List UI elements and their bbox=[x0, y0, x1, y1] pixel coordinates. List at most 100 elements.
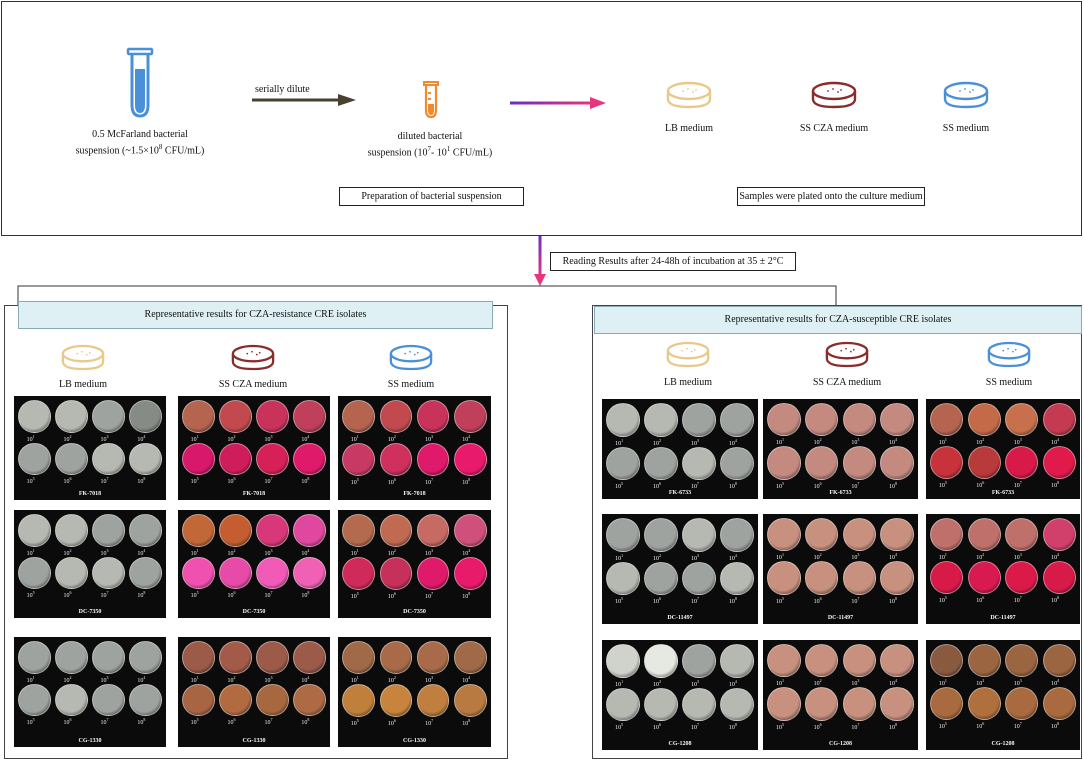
culture-dish bbox=[805, 403, 839, 437]
dilution-label: 103 bbox=[1013, 437, 1022, 446]
dilution-label: 107 bbox=[1013, 480, 1022, 489]
dilution-label: 105 bbox=[350, 717, 359, 727]
culture-dish bbox=[880, 518, 914, 552]
medium-label: SS CZA medium bbox=[218, 379, 288, 390]
dilution-label: 101 bbox=[350, 433, 359, 443]
dilution-label: 104 bbox=[137, 433, 146, 443]
isolate-label: CG-1330 bbox=[78, 738, 102, 744]
dilution-label: 103 bbox=[1013, 552, 1022, 561]
dilution-label: 107 bbox=[425, 590, 434, 600]
dilution-label: 108 bbox=[301, 590, 310, 599]
culture-dish bbox=[416, 641, 450, 674]
culture-dish bbox=[805, 561, 839, 595]
culture-dish bbox=[880, 561, 914, 595]
culture-dish bbox=[55, 641, 88, 674]
culture-dish bbox=[92, 556, 125, 589]
dilution-label: 108 bbox=[301, 476, 310, 485]
plate-icon bbox=[230, 343, 276, 377]
culture-dish bbox=[379, 683, 413, 717]
culture-dish bbox=[55, 400, 88, 433]
dilution-label: 106 bbox=[976, 480, 985, 489]
culture-dish bbox=[644, 644, 678, 678]
culture-dish bbox=[682, 403, 716, 437]
culture-dish bbox=[18, 683, 51, 716]
culture-dish bbox=[930, 403, 964, 436]
culture-dish bbox=[720, 403, 754, 437]
culture-dish bbox=[967, 644, 1001, 677]
plate-icon bbox=[810, 80, 858, 115]
dilution-label: 106 bbox=[387, 476, 396, 486]
dilution-label: 103 bbox=[100, 674, 109, 684]
culture-dish bbox=[182, 556, 215, 589]
isolate-label: DC-7350 bbox=[242, 609, 266, 615]
dilution-label: 101 bbox=[26, 547, 35, 557]
culture-dish bbox=[379, 514, 413, 547]
culture-dish bbox=[1005, 446, 1039, 479]
dilution-label: 107 bbox=[851, 595, 860, 605]
dilution-label: 105 bbox=[776, 595, 785, 605]
dilution-label: 108 bbox=[462, 590, 471, 600]
culture-dish bbox=[293, 683, 326, 716]
culture-dish bbox=[805, 687, 839, 721]
dilution-label: 108 bbox=[301, 717, 310, 726]
culture-dish bbox=[880, 644, 914, 678]
culture-dish bbox=[644, 518, 678, 552]
culture-dish bbox=[129, 400, 162, 433]
dilution-label: 105 bbox=[350, 590, 359, 600]
culture-dish bbox=[930, 644, 964, 677]
culture-dish bbox=[342, 556, 376, 590]
culture-dish bbox=[767, 644, 801, 678]
tube-label: 0.5 McFarland bacterial suspension (~1.5… bbox=[75, 129, 205, 157]
dilution-label: 106 bbox=[227, 476, 236, 485]
dilution-label: 107 bbox=[100, 590, 109, 599]
culture-dish bbox=[767, 687, 801, 721]
dilution-label: 102 bbox=[387, 433, 396, 443]
culture-dish bbox=[219, 641, 252, 674]
dilution-label: 101 bbox=[938, 678, 947, 687]
dilution-label: 105 bbox=[938, 721, 947, 730]
dilution-label: 105 bbox=[350, 476, 359, 486]
dilution-label: 101 bbox=[615, 678, 624, 688]
culture-dish bbox=[293, 442, 326, 475]
culture-dish bbox=[293, 556, 326, 589]
dilution-label: 101 bbox=[350, 674, 359, 684]
culture-dish bbox=[967, 403, 1001, 436]
reading-results-box: Reading Results after 24-48h of incubati… bbox=[550, 252, 796, 271]
dilution-label: 104 bbox=[301, 433, 310, 443]
isolate-label: DC-11497 bbox=[667, 615, 693, 621]
culture-dish bbox=[682, 644, 716, 678]
culture-dish bbox=[842, 403, 876, 437]
isolate-label: CG-1208 bbox=[991, 741, 1015, 747]
isolate-label: FK-7018 bbox=[242, 491, 266, 497]
results-panel bbox=[592, 305, 1082, 759]
culture-dish bbox=[930, 561, 964, 594]
dilution-label: 104 bbox=[728, 552, 737, 562]
dilution-label: 107 bbox=[690, 596, 699, 605]
dilute-arrow-label: serially dilute bbox=[255, 84, 310, 95]
culture-dish bbox=[342, 442, 376, 476]
culture-dish bbox=[55, 442, 88, 475]
medium-label: SS CZA medium bbox=[799, 123, 869, 134]
dilution-label: 102 bbox=[653, 678, 662, 688]
dilution-label: 103 bbox=[100, 547, 109, 557]
dilution-label: 102 bbox=[387, 547, 396, 557]
culture-dish bbox=[720, 561, 754, 595]
culture-dish bbox=[55, 556, 88, 589]
dilution-label: 108 bbox=[137, 476, 146, 485]
dilution-label: 104 bbox=[462, 674, 471, 684]
culture-dish bbox=[92, 442, 125, 475]
dilution-label: 103 bbox=[851, 678, 860, 688]
isolate-label: DC-7350 bbox=[78, 609, 102, 615]
culture-dish bbox=[1005, 518, 1039, 551]
dilution-label: 108 bbox=[1051, 480, 1060, 489]
culture-dish bbox=[92, 683, 125, 716]
culture-dish bbox=[1042, 561, 1076, 594]
culture-dish bbox=[805, 518, 839, 552]
culture-dish bbox=[606, 644, 640, 678]
dilution-label: 101 bbox=[190, 433, 199, 443]
dilution-label: 107 bbox=[264, 590, 273, 599]
plate-icon bbox=[388, 343, 434, 377]
